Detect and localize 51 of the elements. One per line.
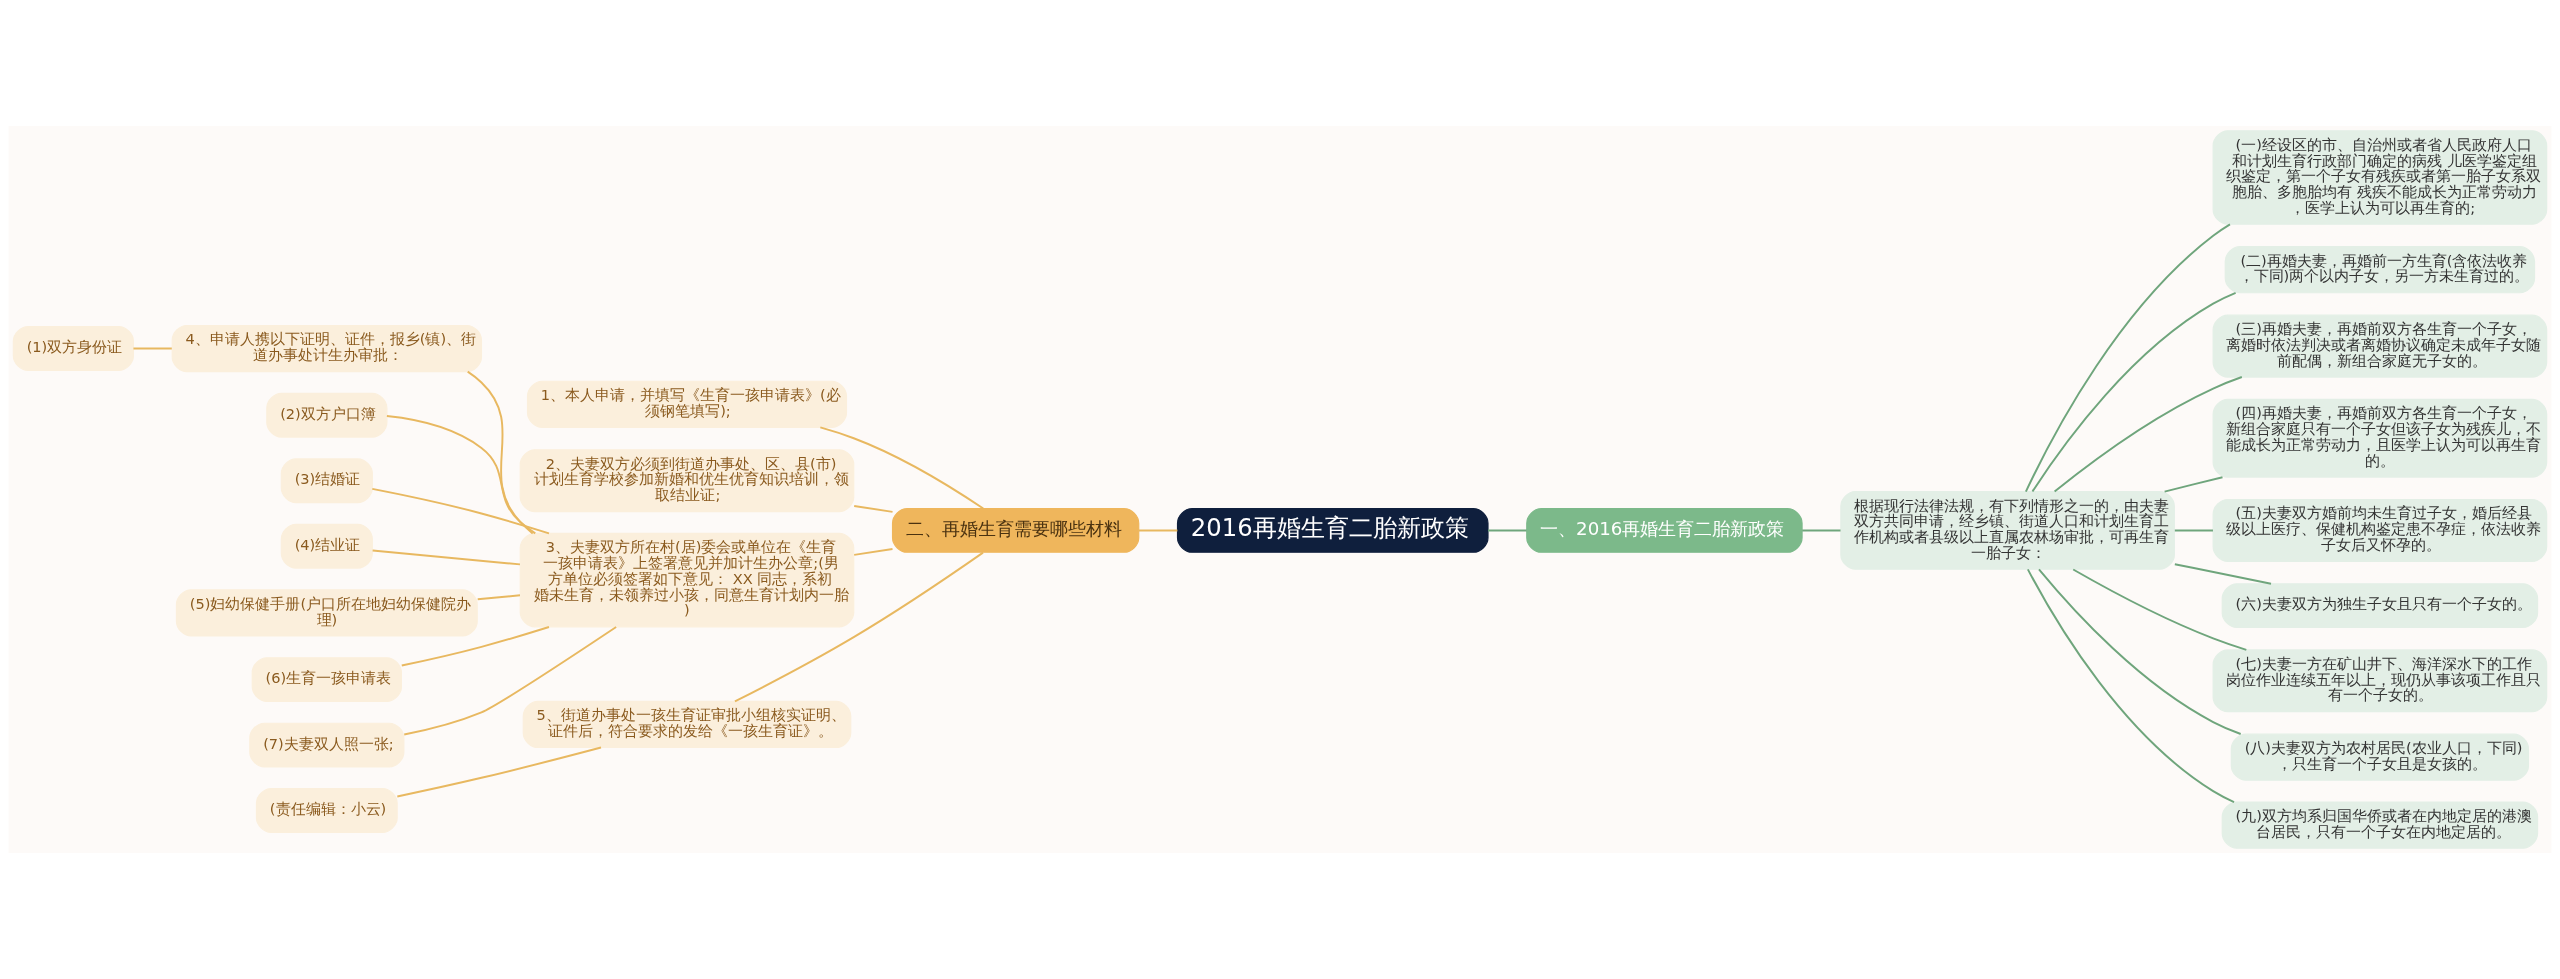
- connector: [132, 347, 173, 350]
- node-box: (3)结婚证: [280, 458, 373, 504]
- node-box: (4)结业证: [280, 523, 373, 569]
- connector: [2038, 568, 2242, 735]
- connector: [819, 426, 985, 510]
- connector: [371, 487, 550, 535]
- node-box: 二、再婚生育需要哪些材料: [891, 508, 1140, 553]
- node-box: 一、2016再婚生育二胎新政策: [1526, 508, 1803, 553]
- connector: [2072, 568, 2248, 651]
- node-box: 根据现行法律法规，有下列情形之一的，由夫妻双方共同申请，经乡镇、街道人口和计划生育工作机构或者县级以上直属农林场审批，可再生育一胎子女：: [1840, 491, 2175, 570]
- connector: [2163, 476, 2224, 493]
- connector: [2024, 223, 2231, 493]
- connector: [2026, 568, 2235, 803]
- node-box: (三)再婚夫妻，再婚前双方各生育一个子女，离婚时依法判决或者离婚协议确定未成年子女随前配偶，新组合家庭无子女的。: [2212, 314, 2548, 378]
- connector: [853, 505, 894, 513]
- connector: [1801, 529, 1842, 532]
- node-box: (7)夫妻双人照一张;: [249, 722, 405, 768]
- node-box: (责任编辑：小云): [255, 788, 398, 833]
- connector: [1138, 529, 1179, 532]
- connector: [466, 370, 534, 535]
- connector: [2173, 563, 2272, 585]
- connector: [400, 626, 550, 667]
- node-box: (2)双方户口簿: [266, 392, 388, 438]
- connector: [403, 626, 618, 736]
- node-box: 5、街道办事处一孩生育证审批小组核实证明、证件后，符合要求的发给《一孩生育证》。: [522, 700, 852, 749]
- connector: [385, 415, 537, 535]
- connector: [853, 548, 894, 556]
- node-box: 3、夫妻双方所在村(居)委会或单位在《生育一孩申请表》上签署意见并加计生办公章;(男方单位必须签署如下意见： XX 同志，系初婚未生育，未领养过小孩，同意生育计划内一胎): [519, 532, 855, 628]
- connector: [2173, 529, 2214, 532]
- node-box: (六)夫妻双方为独生子女且只有一个子女的。: [2221, 583, 2539, 629]
- node-box: (九)双方均系归国华侨或者在内地定居的港澳台居民，只有一个子女在内地定居的。: [2221, 801, 2539, 849]
- node-box: (二)再婚夫妻，再婚前一方生育(含依法收养，下同)两个以内子女，另一方未生育过的。: [2224, 246, 2536, 294]
- connector: [371, 549, 521, 566]
- node-box: (5)妇幼保健手册(户口所在地妇幼保健院办理): [175, 589, 478, 637]
- node-box: 2、夫妻双方必须到街道办事处、区、县(市)计划生育学校参加新婚和优生优育知识培训，领取结业证;: [519, 449, 855, 513]
- connector: [1487, 529, 1528, 532]
- node-box: (七)夫妻一方在矿山井下、海洋深水下的工作岗位作业连续五年以上，现仍从事该项工作且只有一个子女的。: [2212, 649, 2548, 713]
- node-box: 4、申请人携以下证明、证件，报乡(镇)、街道办事处计生办审批：: [171, 324, 483, 373]
- node-box: (6)生育一孩申请表: [251, 657, 403, 703]
- node-box: 2016再婚生育二胎新政策: [1176, 508, 1489, 553]
- connector: [2053, 376, 2243, 493]
- node-box: (1)双方身份证: [12, 326, 134, 371]
- node-box: (一)经设区的市、自治州或者省人民政府人口和计划生育行政部门确定的病残 儿医学鉴定组织鉴定，第一个子女有残疾或者第一胎子女系双胞胎、多胞胎均有 残疾不能成长为正常劳动力，医学上认为可以再生育的;: [2212, 130, 2548, 225]
- node-box: (五)夫妻双方婚前均未生育过子女，婚后经县级以上医疗、保健机构鉴定患不孕症，依法收养子女后又怀孕的。: [2212, 498, 2548, 562]
- connector: [476, 594, 521, 601]
- node-box: (八)夫妻双方为农村居民(农业人口，下同)，只生育一个子女且是女孩的。: [2230, 733, 2530, 781]
- node-box: 1、本人申请，并填写《生育一孩申请表》(必须钢笔填写);: [526, 380, 848, 428]
- connector: [733, 551, 984, 703]
- connector: [396, 746, 602, 798]
- connector: [2031, 291, 2237, 493]
- node-box: (四)再婚夫妻，再婚前双方各生育一个子女，新组合家庭只有一个子女但该子女为残疾儿，不能成长为正常劳动力，且医学上认为可以再生育的。: [2212, 398, 2548, 478]
